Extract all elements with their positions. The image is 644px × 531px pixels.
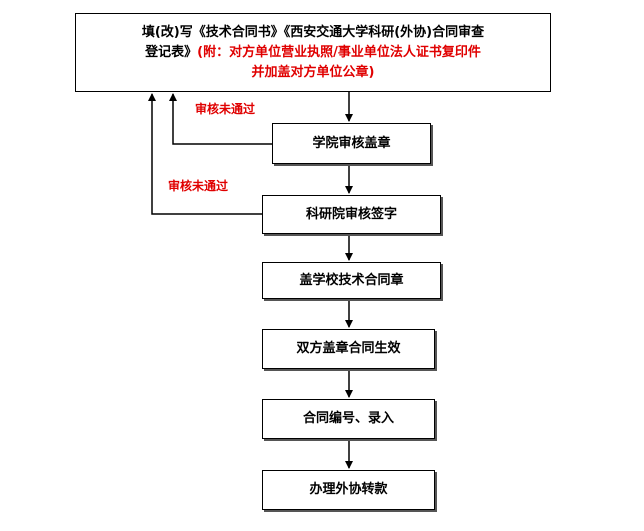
step-contract-numbering: 合同编号、录入	[262, 399, 435, 439]
start-box-fill-form: 填(改)写《技术合同书》《西安交通大学科研(外协)合同审查 登记表》(附：对方单…	[75, 13, 551, 92]
start-line-2-black: 登记表》	[145, 44, 198, 60]
note-reject-research: 审核未通过	[168, 179, 229, 193]
step-research-sign: 科研院审核签字	[262, 195, 441, 234]
start-line-1: 填(改)写《技术合同书》《西安交通大学科研(外协)合同审查	[141, 24, 485, 40]
start-line-3: 并加盖对方单位公章)	[251, 64, 375, 80]
step-contract-effective: 双方盖章合同生效	[262, 329, 435, 369]
start-line-2-red: (附：对方单位营业执照/事业单位法人证书复印件	[197, 44, 481, 60]
step-college-seal: 学院审核盖章	[272, 123, 431, 164]
reject-arrow-research	[148, 93, 262, 215]
step-school-seal: 盖学校技术合同章	[262, 262, 441, 299]
step-external-transfer: 办理外协转款	[262, 470, 435, 510]
note-reject-college: 审核未通过	[195, 102, 256, 116]
start-line-2: 登记表》(附：对方单位营业执照/事业单位法人证书复印件	[145, 43, 481, 63]
reject-arrow-college	[169, 93, 272, 145]
